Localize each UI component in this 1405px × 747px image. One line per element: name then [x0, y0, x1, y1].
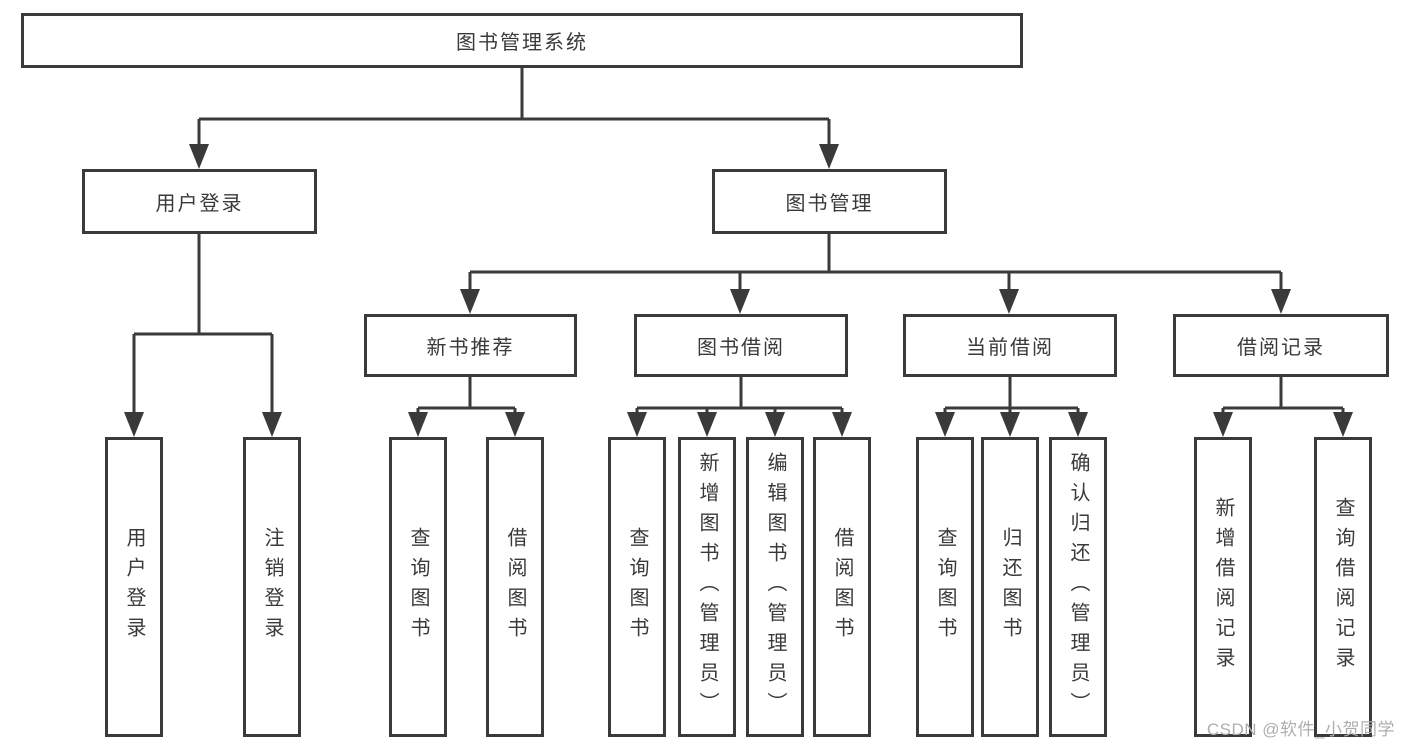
node-label: 借阅记录 — [1237, 337, 1325, 359]
node-label: 归还图书 — [999, 527, 1021, 647]
node-leaf-logout: 注销登录 — [243, 437, 301, 737]
node-book-borrow: 图书借阅 — [634, 314, 848, 377]
csdn-watermark: CSDN @软件_小贺同学 — [1206, 720, 1395, 739]
node-label: 图书借阅 — [697, 337, 785, 359]
node-label: 查询借阅记录 — [1332, 497, 1354, 677]
node-leaf-return-book: 归还图书 — [981, 437, 1039, 737]
node-leaf-add-borrow-record: 新增借阅记录 — [1194, 437, 1252, 737]
node-label: 图书管理系统 — [456, 32, 588, 54]
node-label: 用户登录 — [155, 193, 244, 215]
node-label: 借阅图书 — [504, 527, 526, 647]
node-label: 图书管理 — [785, 193, 874, 215]
node-new-book-recommend: 新书推荐 — [364, 314, 577, 377]
node-leaf-query-book-current: 查询图书 — [916, 437, 974, 737]
node-label: 注销登录 — [261, 527, 283, 647]
node-leaf-confirm-return-admin: 确认归还（管理员） — [1049, 437, 1107, 737]
node-book-management: 图书管理 — [712, 169, 947, 234]
node-leaf-query-borrow-record: 查询借阅记录 — [1314, 437, 1372, 737]
node-user-login: 用户登录 — [82, 169, 317, 234]
node-leaf-borrow-book-recommend: 借阅图书 — [486, 437, 544, 737]
node-label: 新增图书（管理员） — [696, 452, 718, 722]
node-borrow-record: 借阅记录 — [1173, 314, 1389, 377]
node-system-root: 图书管理系统 — [21, 13, 1023, 68]
node-label: 查询图书 — [626, 527, 648, 647]
node-label: 编辑图书（管理员） — [764, 452, 786, 722]
node-label: 新增借阅记录 — [1212, 497, 1234, 677]
node-label: 用户登录 — [123, 527, 145, 647]
node-leaf-query-book-recommend: 查询图书 — [389, 437, 447, 737]
node-label: 确认归还（管理员） — [1067, 452, 1089, 722]
node-label: 当前借阅 — [966, 337, 1054, 359]
node-label: 新书推荐 — [426, 337, 515, 359]
node-label: 借阅图书 — [831, 527, 853, 647]
arrowheads — [124, 144, 1353, 437]
node-leaf-query-book-borrow: 查询图书 — [608, 437, 666, 737]
node-label: 查询图书 — [934, 527, 956, 647]
node-leaf-add-book-admin: 新增图书（管理员） — [678, 437, 736, 737]
node-label: 查询图书 — [407, 527, 429, 647]
node-leaf-borrow-book: 借阅图书 — [813, 437, 871, 737]
node-leaf-user-login: 用户登录 — [105, 437, 163, 737]
node-leaf-edit-book-admin: 编辑图书（管理员） — [746, 437, 804, 737]
node-current-borrow: 当前借阅 — [903, 314, 1117, 377]
